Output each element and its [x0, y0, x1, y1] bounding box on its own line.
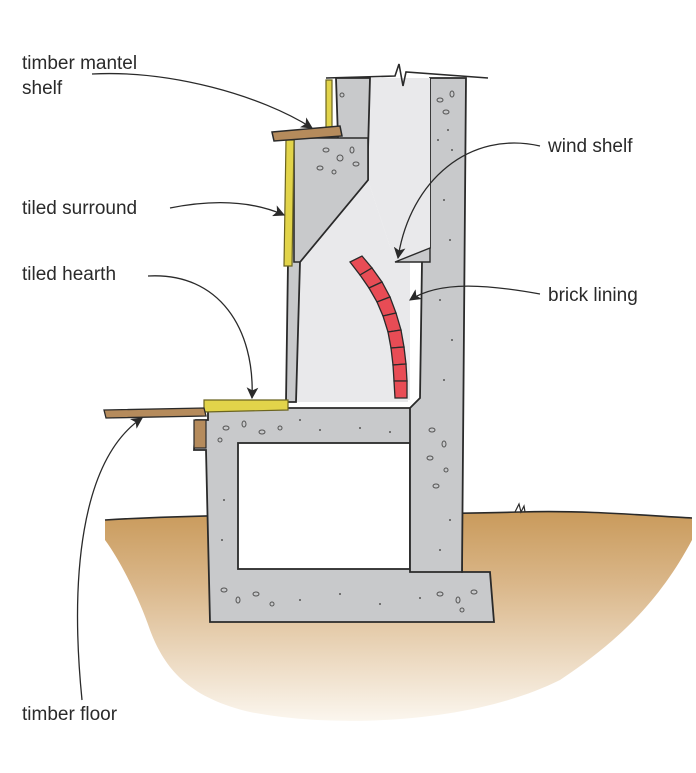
- label-tiled-hearth: tiled hearth: [22, 264, 117, 285]
- mantel-shelf: [271, 125, 343, 142]
- label-tiled-surround: tiled surround: [22, 198, 138, 219]
- timber-floor-board: [103, 407, 207, 419]
- leader-wind-shelf: [393, 142, 541, 260]
- leader-floor: [76, 417, 143, 701]
- leader-surround: [169, 202, 286, 217]
- label-timber-mantel-shelf-line2: shelf: [22, 78, 63, 99]
- label-brick-lining: brick lining: [548, 285, 638, 306]
- tiled-surround-upper: [325, 79, 333, 129]
- leader-mantel: [91, 72, 313, 129]
- throat-interior: [368, 78, 430, 262]
- leader-hearth: [147, 275, 259, 400]
- top-cut-line: [325, 63, 489, 87]
- label-timber-mantel-shelf: timber mantel shelf: [22, 51, 137, 101]
- firebox-interior: [296, 180, 410, 402]
- concrete-dots: [221, 129, 453, 605]
- grass-tuft: [514, 502, 526, 514]
- lintel-block: [293, 137, 369, 263]
- label-wind-shelf: wind shelf: [548, 136, 633, 157]
- foundation-void: [237, 442, 411, 570]
- floor-joist: [193, 419, 207, 449]
- concrete-aggregate: [217, 90, 478, 613]
- leader-brick-lining: [409, 285, 541, 301]
- label-timber-mantel-shelf-line1: timber mantel: [22, 53, 138, 74]
- label-timber-floor: timber floor: [22, 704, 118, 725]
- hearth-tiles: [203, 399, 289, 413]
- tiled-surround-strip: [283, 139, 295, 267]
- brick-lining: [349, 255, 408, 399]
